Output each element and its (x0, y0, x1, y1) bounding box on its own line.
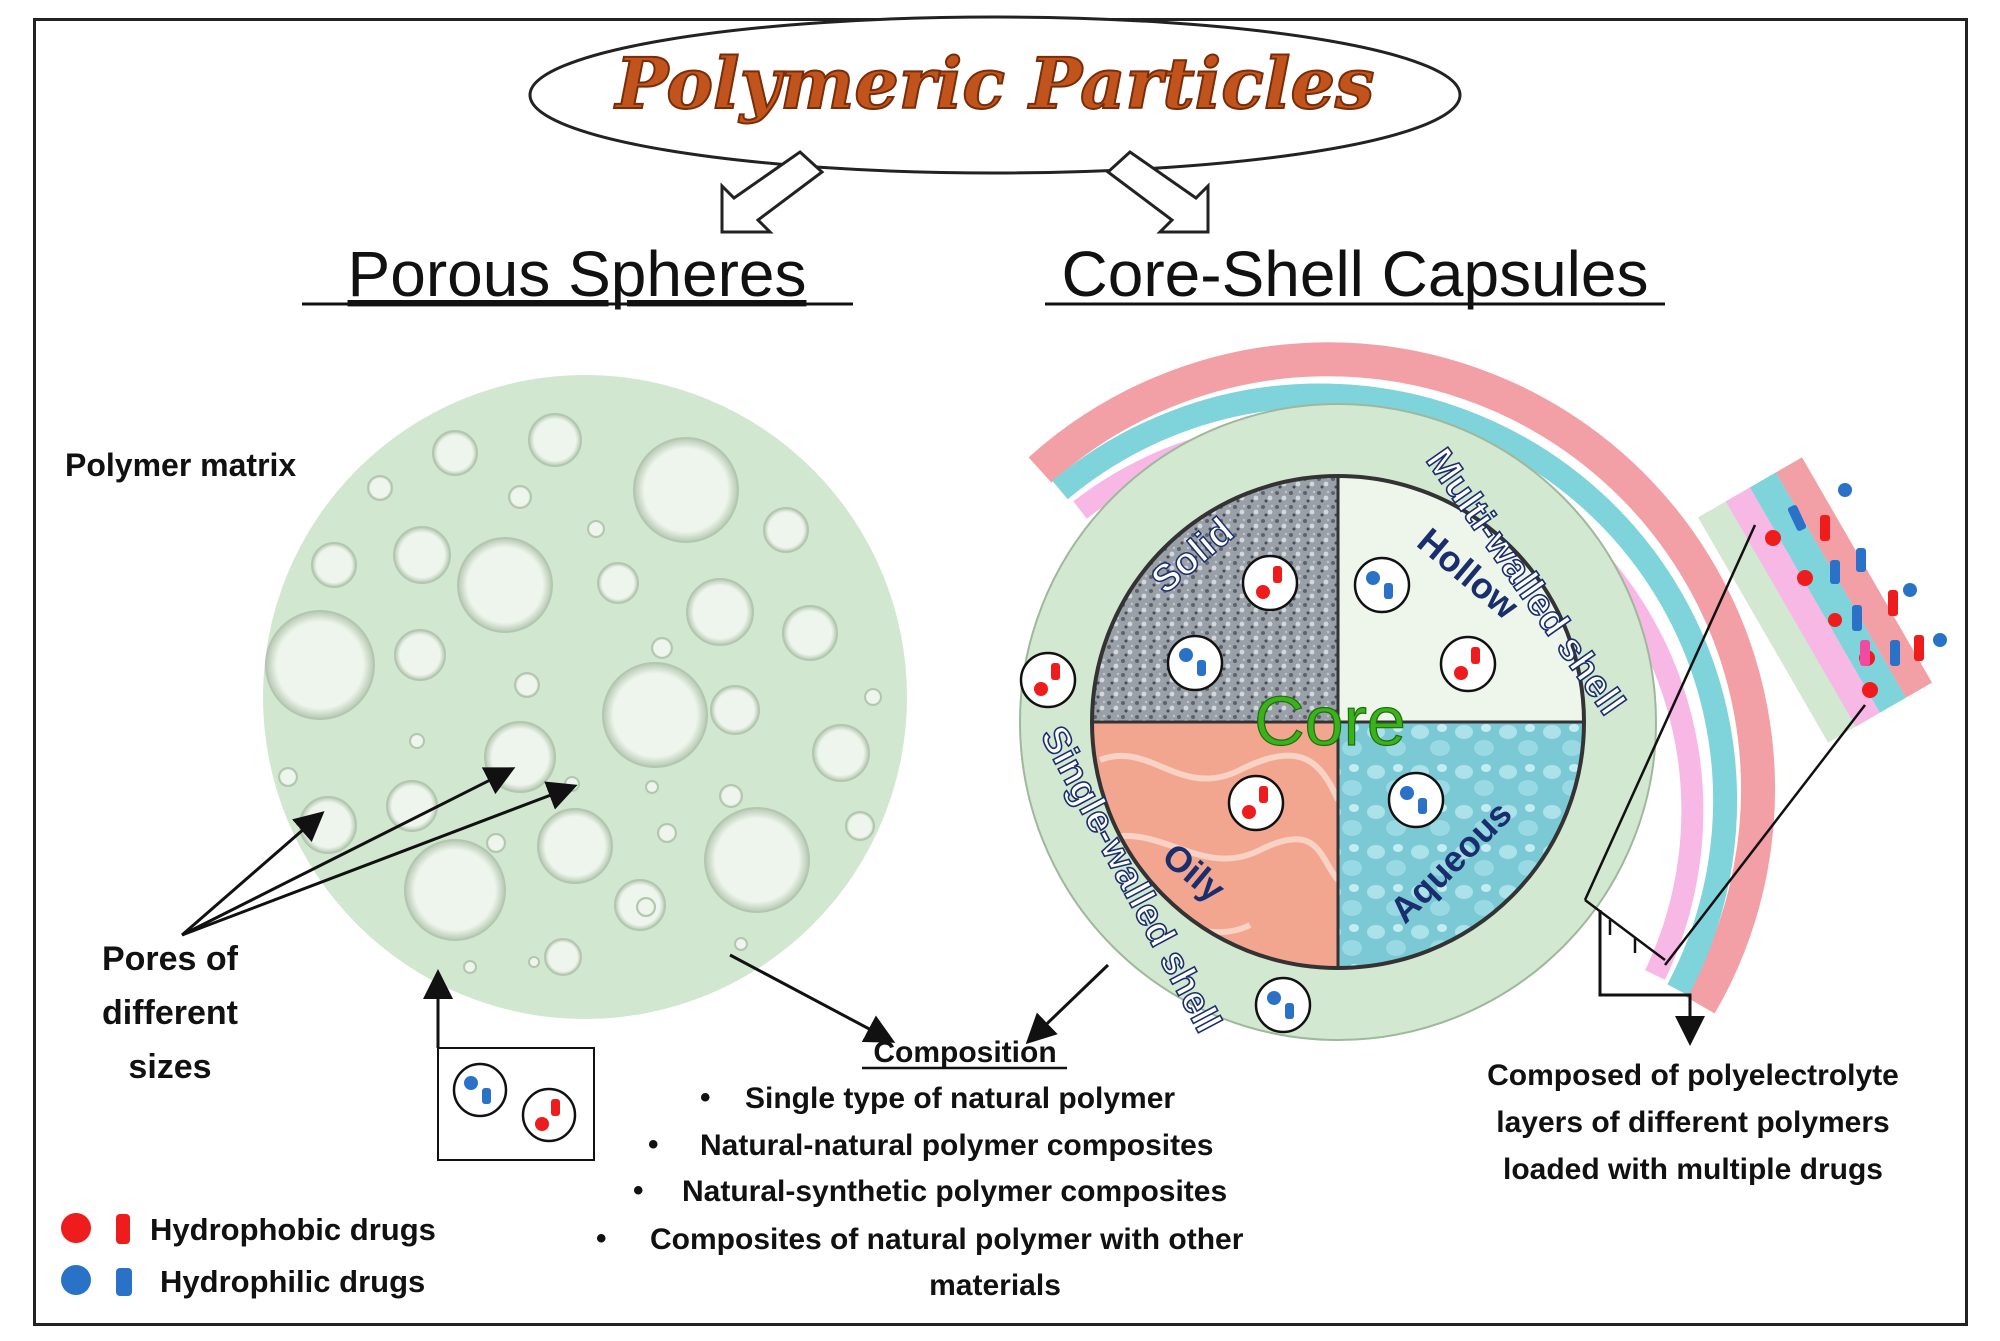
zoom-callout-lines (1583, 524, 1866, 966)
hydrophobic-dot (61, 1213, 91, 1243)
core-shell-heading: Core-Shell Capsules (1062, 238, 1649, 310)
legend-hydrophilic: Hydrophilic drugs (160, 1264, 425, 1299)
arrow-to-core-shell (1105, 150, 1210, 234)
shell-drug-hydrophilic (1254, 976, 1312, 1034)
svg-text:•: • (633, 1174, 644, 1207)
polymer-matrix-label: Polymer matrix (65, 447, 296, 483)
pores (265, 413, 882, 976)
arrow-to-porous (720, 150, 825, 234)
svg-text:Single type of natural polymer: Single type of natural polymer (745, 1082, 1175, 1115)
main-title: Polymeric Particles (614, 42, 1375, 125)
svg-text:loaded with multiple drugs: loaded with multiple drugs (1503, 1153, 1883, 1186)
inset-hydrophobic-drug (521, 1087, 577, 1143)
svg-text:Natural-natural polymer compos: Natural-natural polymer composites (700, 1129, 1213, 1162)
core-drug-solid-hydrophilic (1166, 634, 1224, 692)
polyelectrolyte-note: Composed of polyelectrolyte layers of di… (1487, 1059, 1899, 1186)
title-bubble (528, 15, 1462, 175)
hydrophobic-rod (116, 1214, 130, 1244)
multi-layer-zoom (1698, 457, 1947, 743)
core-drug-hollow-hydrophilic (1353, 556, 1411, 614)
hydrophilic-dot (61, 1265, 91, 1295)
legend: Hydrophobic drugs Hydrophilic drugs (61, 1212, 436, 1299)
legend-hydrophobic: Hydrophobic drugs (150, 1212, 436, 1247)
core-drug-oily-hydrophobic (1227, 774, 1285, 832)
porous-spheres-heading: Porous Spheres (348, 238, 807, 310)
svg-text:•: • (648, 1128, 659, 1161)
svg-text:•: • (700, 1081, 711, 1114)
svg-text:Composed of polyelectrolyte: Composed of polyelectrolyte (1487, 1059, 1899, 1092)
svg-text:different: different (102, 994, 238, 1032)
svg-text:layers of different polymers: layers of different polymers (1496, 1106, 1889, 1139)
core-drug-solid-hydrophobic (1241, 554, 1299, 612)
composition-arrows (729, 953, 1110, 1045)
core-label: Core (1254, 682, 1406, 760)
hydrophilic-rod (116, 1268, 132, 1296)
core-drug-aqueous-hydrophilic (1387, 771, 1445, 829)
composition-block: Composition • Single type of natural pol… (596, 1036, 1244, 1302)
shell-drug-hydrophobic (1019, 651, 1077, 709)
polyelectrolyte-arrow (1598, 910, 1705, 1046)
pores-label-arrows (181, 767, 578, 937)
pores-label: Pores of different sizes (102, 940, 239, 1086)
inset-hydrophilic-drug (452, 1062, 508, 1118)
svg-text:Natural-synthetic polymer comp: Natural-synthetic polymer composites (682, 1175, 1227, 1208)
core-drug-hollow-hydrophobic (1439, 635, 1497, 693)
svg-text:•: • (596, 1222, 607, 1255)
svg-text:Pores of: Pores of (102, 940, 239, 978)
svg-text:sizes: sizes (128, 1048, 211, 1086)
svg-text:materials: materials (929, 1269, 1061, 1302)
svg-text:Composites of natural polymer: Composites of natural polymer with other (650, 1223, 1244, 1256)
composition-heading: Composition (873, 1036, 1056, 1069)
